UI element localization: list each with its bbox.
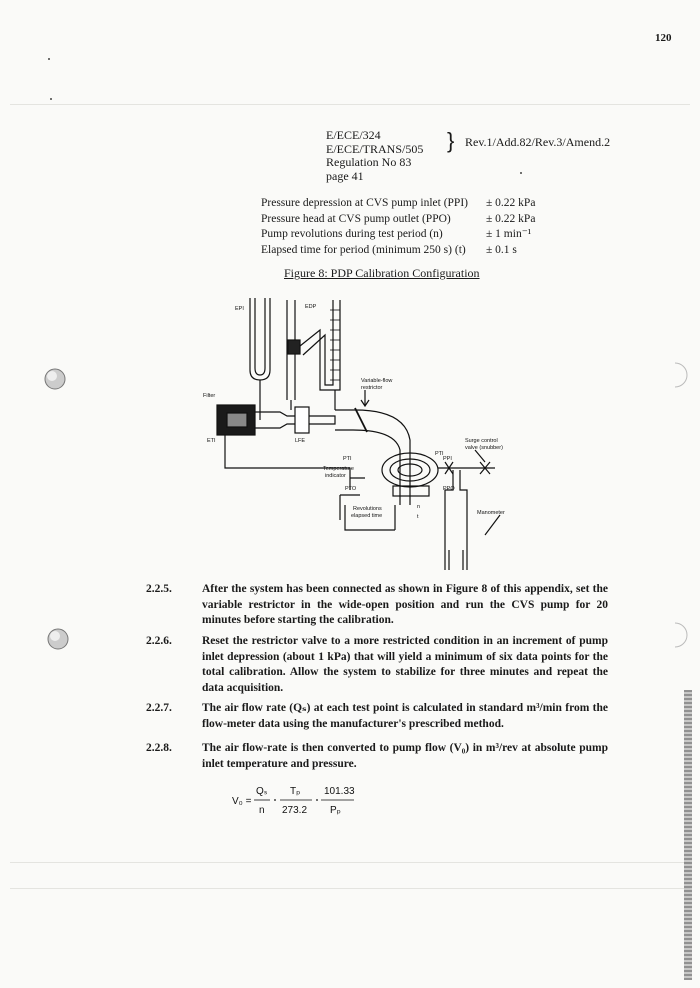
formula-pp: Pₚ xyxy=(330,805,341,816)
document-header: E/ECE/324 E/ECE/TRANS/505 Regulation No … xyxy=(326,128,424,183)
formula-lhs: V₀ = xyxy=(232,796,252,807)
tolerance-value: ± 1 min⁻¹ xyxy=(486,228,532,240)
paragraph-text: The air flow rate (Qₛ) at each test poin… xyxy=(202,702,608,730)
label-t: t xyxy=(417,514,419,520)
tolerance-label: Elapsed time for period (minimum 250 s) … xyxy=(261,243,466,256)
paragraph-text: Reset the restrictor valve to a more res… xyxy=(202,635,608,694)
tolerance-label: Pump revolutions during test period (n) xyxy=(261,228,443,240)
label-n: n xyxy=(417,504,420,510)
label-surge: Surge control xyxy=(465,438,498,444)
figure-caption: Figure 8: PDP Calibration Configuration xyxy=(284,266,480,280)
label-eti: ETI xyxy=(207,438,216,444)
formula-273: 273.2 xyxy=(282,805,307,816)
scan-edge xyxy=(684,690,692,980)
surge-valve xyxy=(479,461,491,475)
pdp-calibration-diagram: EPI EDP Filter Variable-flow restrictor … xyxy=(203,298,505,570)
label-variable-flow: Variable-flow xyxy=(361,378,392,384)
tolerance-label: Pressure head at CVS pump outlet (PPO) xyxy=(261,212,451,225)
formula-101: 101.33 xyxy=(324,786,355,797)
scan-line xyxy=(10,104,690,105)
tolerance-row: Pressure depression at CVS pump inlet (P… xyxy=(261,196,535,212)
label-restrictor: restrictor xyxy=(361,385,383,391)
tolerance-value: ± 0.1 s xyxy=(486,243,517,256)
punch-hole xyxy=(47,628,69,650)
punch-hole-right xyxy=(674,622,688,648)
tolerance-value: ± 0.22 kPa xyxy=(486,197,536,209)
label-epi: EPI xyxy=(235,306,244,312)
label-temperature: Temperature xyxy=(323,466,354,472)
eti-line xyxy=(224,435,350,469)
paragraph-number: 2.2.8. xyxy=(146,742,172,754)
label-valve: valve (snubber) xyxy=(465,445,503,451)
paragraph-number: 2.2.5. xyxy=(146,583,172,595)
epi-manometer xyxy=(249,298,271,381)
scan-speck xyxy=(50,98,52,100)
page-number: 120 xyxy=(655,32,672,44)
paragraph-text: The air flow-rate is then converted to p… xyxy=(202,742,608,770)
label-ppi: PPI xyxy=(443,456,452,462)
label-indicator: indicator xyxy=(325,473,346,479)
tolerance-row: Pressure head at CVS pump outlet (PPO) ±… xyxy=(261,212,535,228)
paragraph-text: After the system has been connected as s… xyxy=(202,583,608,626)
paragraph-number: 2.2.6. xyxy=(146,635,172,647)
formula-qs: Qₛ xyxy=(256,786,268,797)
tolerance-value: ± 0.22 kPa xyxy=(486,212,536,225)
label-revolutions: Revolutions xyxy=(353,506,382,512)
punch-hole xyxy=(44,368,66,390)
formula-tp: Tₚ xyxy=(290,786,300,797)
tolerance-label: Pressure depression at CVS pump inlet (P… xyxy=(261,197,468,209)
scan-speck xyxy=(520,172,522,174)
tolerance-row: Elapsed time for period (minimum 250 s) … xyxy=(261,243,535,259)
scan-speck xyxy=(48,58,50,60)
label-lfe: LFE xyxy=(295,438,305,444)
label-pti-left: PTI xyxy=(343,456,352,462)
lfe-tube xyxy=(255,411,336,429)
header-regulation: Regulation No 83 xyxy=(326,155,412,169)
tolerance-list: Pressure depression at CVS pump inlet (P… xyxy=(261,196,535,258)
brace-glyph: } xyxy=(447,128,455,153)
pdp-pump xyxy=(381,452,439,488)
tolerance-row: Pump revolutions during test period (n) … xyxy=(261,227,535,243)
header-symbol-2: E/ECE/TRANS/505 xyxy=(326,141,424,156)
header-page: page 41 xyxy=(326,168,364,183)
label-manometer: Manometer xyxy=(477,510,505,516)
label-ppo: PPO xyxy=(443,486,455,492)
header-symbol-1: E/ECE/324 xyxy=(326,128,381,142)
label-pti-right: PTI xyxy=(435,451,444,457)
scan-line xyxy=(10,862,690,863)
label-edp: EDP xyxy=(305,304,317,310)
scan-line xyxy=(10,888,690,889)
label-elapsed: elapsed time xyxy=(351,513,382,519)
label-pto: PTO xyxy=(345,486,357,492)
ppi-valve xyxy=(444,461,454,475)
punch-hole-right xyxy=(674,362,688,388)
paragraph-number: 2.2.7. xyxy=(146,702,172,714)
header-revision: Rev.1/Add.82/Rev.3/Amend.2 xyxy=(465,135,611,149)
pump-flow-formula: V₀ = Qₛ n Tₚ 273.2 101.33 Pₚ xyxy=(232,786,355,816)
formula-n: n xyxy=(259,805,265,816)
label-filter: Filter xyxy=(203,393,215,399)
